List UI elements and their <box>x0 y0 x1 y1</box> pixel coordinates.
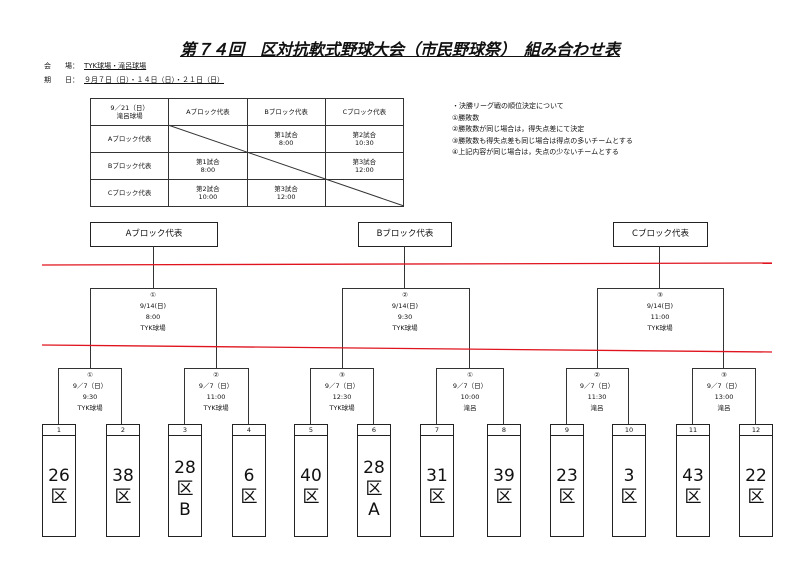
league-corner-cell: 9／21（日）滝呂球場 <box>89 98 170 126</box>
block-c-box: Cブロック代表 <box>613 222 708 247</box>
venue-label: 会 場： <box>44 62 79 70</box>
team-number: 10 <box>613 425 645 436</box>
team-number: 4 <box>233 425 265 436</box>
note-line: ①勝敗数 <box>452 113 480 122</box>
ranking-notes: ・決勝リーグ戦の順位決定について ①勝敗数 ②勝敗数が同じ場合は，得失点差にて決… <box>452 101 633 159</box>
league-table: 9／21（日）滝呂球場 Aブロック代表 Bブロック代表 Cブロック代表 Aブロッ… <box>89 98 405 207</box>
league-row-label-c: Cブロック代表 <box>89 179 170 207</box>
team-number: 3 <box>169 425 201 436</box>
date-info: 期 日： ９月７日（日）・１４日（日）・２１日（日） <box>44 75 224 85</box>
team-number: 12 <box>740 425 772 436</box>
note-line: ②勝敗数が同じ場合は，得失点差にて決定 <box>452 125 585 133</box>
league-header-a: Aブロック代表 <box>168 98 248 126</box>
block-a-box: Aブロック代表 <box>90 222 218 247</box>
team-number: 1 <box>43 425 75 436</box>
venue-value: TYK球場・滝呂球場 <box>84 62 147 70</box>
league-row-label-b: Bブロック代表 <box>89 152 170 180</box>
team-number: 8 <box>488 425 520 436</box>
team-number: 5 <box>295 425 327 436</box>
venue-info: 会 場： TYK球場・滝呂球場 <box>44 61 146 71</box>
page-title: 第７４回 区対抗軟式野球大会（市民野球祭） 組み合わせ表 <box>179 40 620 59</box>
team-number: 7 <box>421 425 453 436</box>
note-line: ④上記内容が同じ場合は，失点の少ないチームとする <box>452 148 619 156</box>
date-value: ９月７日（日）・１４日（日）・２１日（日） <box>84 76 224 84</box>
date-label: 期 日： <box>44 76 79 84</box>
team-number: 9 <box>551 425 583 436</box>
team-number: 11 <box>677 425 709 436</box>
note-line: ・決勝リーグ戦の順位決定について <box>452 102 564 110</box>
note-line: ③勝敗数も得失点差も同じ場合は得点の多いチームとする <box>452 136 633 145</box>
block-b-box: Bブロック代表 <box>358 222 452 247</box>
team-number: 6 <box>358 425 390 436</box>
team-number: 2 <box>107 425 139 436</box>
